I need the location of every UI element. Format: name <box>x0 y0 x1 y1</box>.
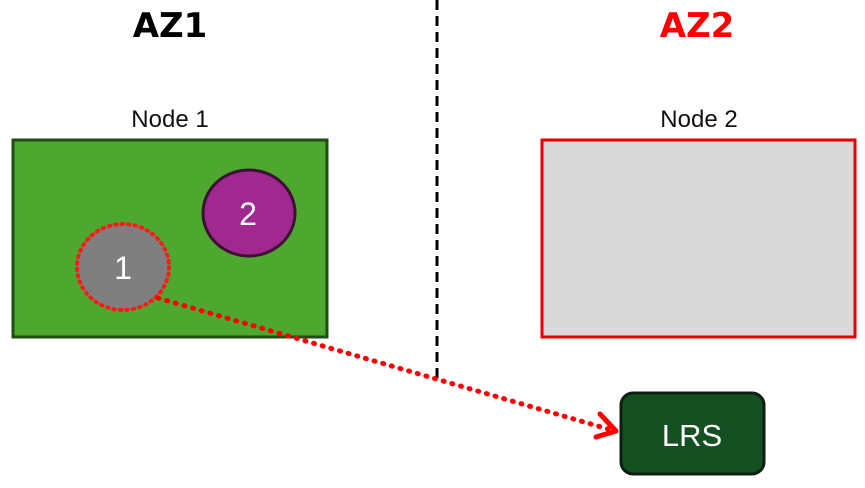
lrs-storage-label: LRS <box>662 418 722 453</box>
pod-to-storage-connector <box>155 295 611 432</box>
connector-arrowhead <box>593 411 619 440</box>
node-2-label: Node 2 <box>660 106 737 133</box>
pod-2-label: 2 <box>239 196 257 232</box>
lrs-storage-box[interactable] <box>619 391 766 476</box>
node-2-box[interactable] <box>540 138 857 339</box>
node-1-label: Node 1 <box>131 106 208 133</box>
pod-1-label: 1 <box>114 250 132 286</box>
zone-title-az1: AZ1 <box>133 6 208 46</box>
zone-title-az2: AZ2 <box>660 6 735 46</box>
pod-2[interactable] <box>201 168 297 258</box>
pod-1[interactable] <box>75 222 171 312</box>
